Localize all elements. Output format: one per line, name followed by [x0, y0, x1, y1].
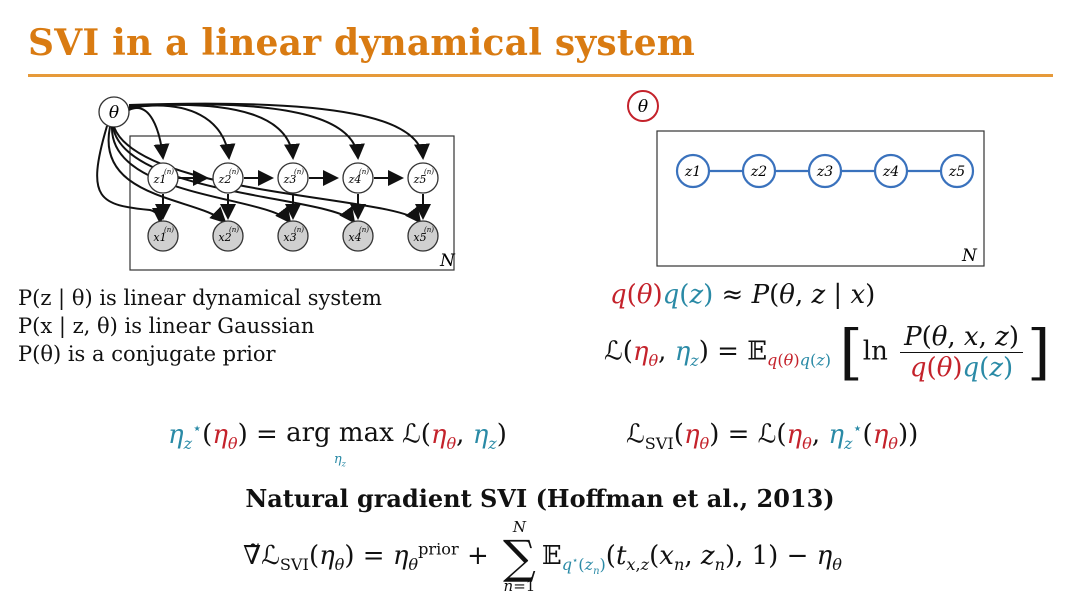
- left-x1-label: x1: [153, 231, 166, 244]
- eq-elbo: ℒ(ηθ, ηz) = 𝔼q(θ)q(z) [ln P(θ, x, z)q(θ)…: [604, 317, 1051, 388]
- left-plate-label: N: [439, 251, 456, 271]
- left-z2-label: z2: [218, 173, 232, 186]
- left-z-nodes: [147, 162, 439, 194]
- left-plate: [129, 135, 455, 271]
- svg-text:(n): (n): [229, 226, 239, 234]
- eq-mean-field: q(θ)q(z) ≈ P(θ, z | x): [610, 280, 876, 310]
- right-theta-node: [627, 90, 659, 122]
- left-z5-label: z5: [413, 173, 427, 186]
- svg-text:(n): (n): [424, 226, 434, 234]
- svg-text:(n): (n): [294, 226, 304, 234]
- right-z3-label: z3: [816, 164, 833, 180]
- statement-1: P(z | θ) is linear dynamical system: [18, 286, 382, 310]
- left-x5-label: x5: [413, 231, 426, 244]
- left-theta-label: θ: [109, 103, 119, 123]
- left-x4-label: x4: [348, 231, 361, 244]
- left-z3-label: z3: [283, 173, 297, 186]
- left-x3-label: x3: [283, 231, 296, 244]
- right-z5-label: z5: [948, 164, 965, 180]
- svg-text:(n): (n): [164, 168, 174, 176]
- right-z2-label: z2: [750, 164, 767, 180]
- svg-text:(n): (n): [424, 168, 434, 176]
- svg-text:(n): (n): [359, 226, 369, 234]
- left-z4-label: z4: [348, 173, 362, 186]
- title-underline: [28, 74, 1053, 77]
- section-heading: Natural gradient SVI (Hoffman et al., 20…: [245, 484, 835, 513]
- left-x2-label: x2: [218, 231, 231, 244]
- left-z1-label: z1: [153, 173, 167, 186]
- slide-title: SVI in a linear dynamical system: [28, 22, 696, 64]
- right-graphical-model: θ z1 z2 z3 z4 z5 N: [627, 90, 985, 267]
- right-z4-label: z4: [882, 164, 899, 180]
- statement-3: P(θ) is a conjugate prior: [18, 342, 276, 366]
- svg-text:(n): (n): [359, 168, 369, 176]
- right-theta-label: θ: [638, 97, 648, 117]
- left-graphical-model: θ: [96, 96, 456, 271]
- right-plate-label: N: [961, 246, 978, 266]
- eq-svi-objective: ℒSVI(ηθ) = ℒ(ηθ, ηz⋆(ηθ)): [626, 418, 919, 453]
- statement-2: P(x | z, θ) is linear Gaussian: [18, 314, 315, 338]
- right-z1-label: z1: [684, 164, 701, 180]
- left-x-nodes: [147, 220, 439, 252]
- svg-text:(n): (n): [229, 168, 239, 176]
- right-plate: [656, 130, 985, 267]
- svg-text:(n): (n): [164, 226, 174, 234]
- svg-text:(n): (n): [294, 168, 304, 176]
